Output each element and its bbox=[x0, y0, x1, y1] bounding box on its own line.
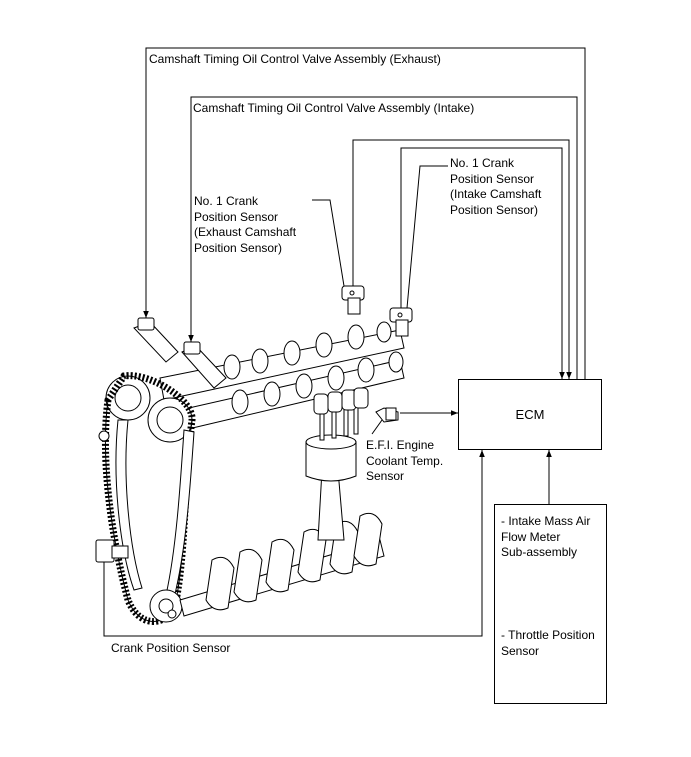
ecm-box: ECM bbox=[458, 379, 602, 450]
intake-ocv-label: Camshaft Timing Oil Control Valve Assemb… bbox=[193, 101, 475, 115]
intake-cam-sensor bbox=[389, 307, 413, 337]
wiring bbox=[103, 47, 586, 637]
engine-drawing bbox=[95, 285, 413, 625]
coolant-temp-sensor-label: E.F.I. Engine Coolant Temp. Sensor bbox=[366, 438, 443, 485]
throttle-label-line: Sensor bbox=[501, 643, 540, 658]
cam-sprockets bbox=[105, 375, 193, 443]
ecm-label: ECM bbox=[515, 407, 545, 422]
throttle-position-sensor-label: - Throttle Position Sensor bbox=[501, 628, 595, 659]
coolant-temp-sensor-part bbox=[375, 407, 399, 423]
intake-cam-sensor-label-line: No. 1 Crank bbox=[450, 156, 515, 170]
intake-cam-sensor-label-line: Position Sensor) bbox=[450, 202, 539, 217]
intake-cam-sensor-label: No. 1 Crank Position Sensor (Intake Cams… bbox=[450, 156, 541, 218]
intake-cam-sensor-label-line: Position Sensor bbox=[450, 171, 535, 186]
exhaust-ocv-label: Camshaft Timing Oil Control Valve Assemb… bbox=[149, 52, 441, 66]
coolant-label-line: Sensor bbox=[366, 469, 405, 483]
intake-cam-sensor-label-line: (Intake Camshaft bbox=[450, 187, 542, 201]
maf-label-line: Flow Meter bbox=[501, 529, 561, 544]
coolant-label-line: Coolant Temp. bbox=[366, 453, 444, 468]
oil-control-valve-intake bbox=[181, 341, 227, 389]
throttle-label-line: - Throttle Position bbox=[501, 628, 595, 642]
maf-sensor-label: - Intake Mass Air Flow Meter Sub-assembl… bbox=[501, 514, 590, 561]
exhaust-cam-sensor-label-line: Position Sensor bbox=[194, 209, 279, 224]
exhaust-cam-sensor bbox=[341, 285, 365, 315]
crankshaft bbox=[179, 512, 385, 617]
piston-assembly bbox=[305, 387, 369, 541]
input-sensors-box: - Intake Mass Air Flow Meter Sub-assembl… bbox=[494, 504, 607, 704]
exhaust-cam-sensor-label: No. 1 Crank Position Sensor (Exhaust Cam… bbox=[194, 194, 296, 256]
crank-position-sensor-part bbox=[95, 539, 129, 563]
exhaust-cam-sensor-label-line: No. 1 Crank bbox=[194, 194, 259, 208]
exhaust-cam-sensor-label-line: Position Sensor) bbox=[194, 240, 283, 255]
maf-label-line: Sub-assembly bbox=[501, 545, 578, 559]
maf-label-line: - Intake Mass Air bbox=[501, 514, 591, 528]
crank-position-sensor-label: Crank Position Sensor bbox=[111, 641, 231, 655]
exhaust-cam-sensor-label-line: (Exhaust Camshaft bbox=[194, 225, 297, 239]
oil-control-valve-exhaust bbox=[133, 317, 179, 363]
coolant-label-line: E.F.I. Engine bbox=[366, 438, 435, 452]
